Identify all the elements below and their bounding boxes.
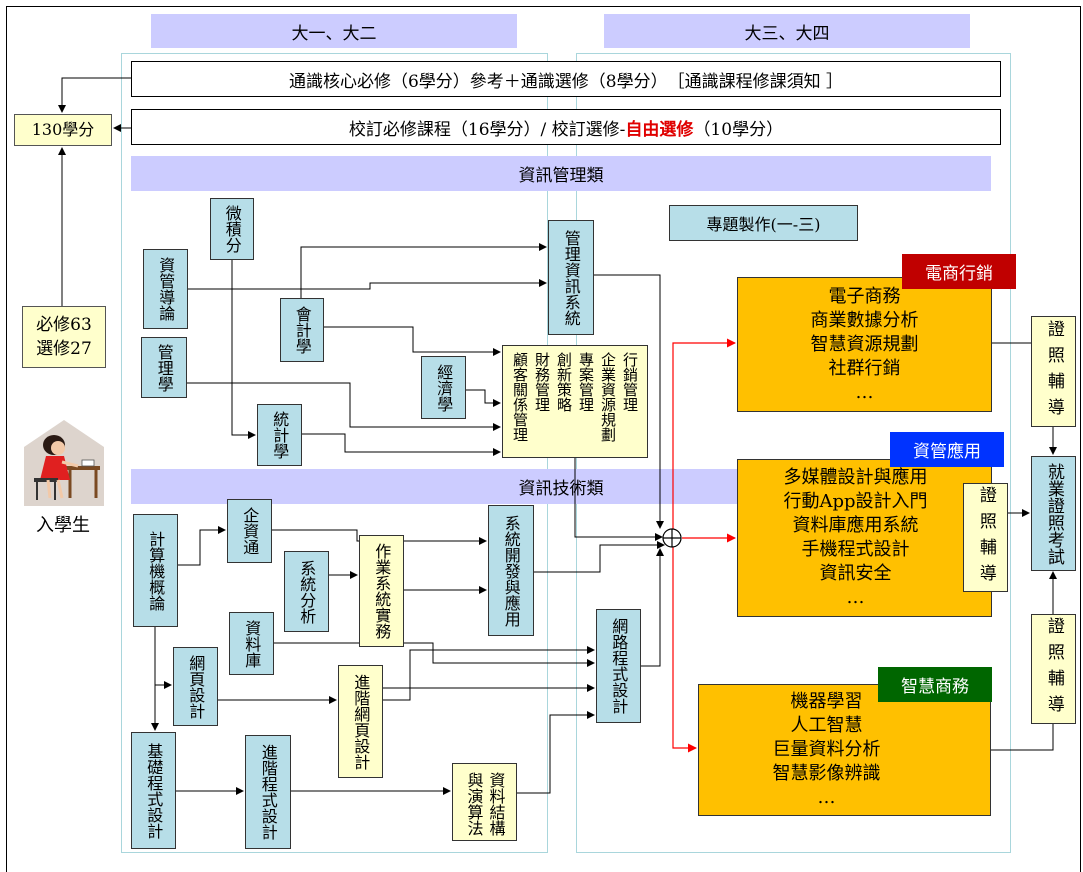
capstone-project-box: 專題製作(一-三) <box>669 205 858 241</box>
arrow-general-to-credits <box>58 77 131 113</box>
course-data-structures: 資料結構 與演算法 <box>452 763 517 841</box>
elective-finance: 財務管理 <box>533 352 551 412</box>
elective-marketing: 行銷管理 <box>621 352 639 412</box>
elective-credits: 選修27 <box>36 339 92 359</box>
employment-cert-exam: 就業證照考試 <box>1031 456 1076 571</box>
arrow-ds-to-network <box>516 711 595 794</box>
course-system-analysis: 系統分析 <box>284 551 329 632</box>
arrow-management-to-electives <box>187 382 501 431</box>
course-management: 管理學 <box>141 337 187 398</box>
header-year-3-4: 大三、大四 <box>604 14 970 48</box>
course-calculus: 微積分 <box>210 198 254 260</box>
course-web-design: 網頁設計 <box>173 647 218 726</box>
credit-breakdown-box: 必修63 選修27 <box>22 306 106 368</box>
general-education-notice-link[interactable]: ［通識課程修課須知 ］ <box>667 71 844 92</box>
course-intro-cs: 計算機概論 <box>133 514 178 627</box>
track-ecommerce-box: 電子商務 商業數據分析 智慧資源規劃 社群行銷 … <box>737 277 992 412</box>
course-network-programming: 網路程式設計 <box>596 609 641 723</box>
course-adv-programming: 進階程式設計 <box>245 735 291 849</box>
data-structures-line-2: 與演算法 <box>464 772 484 836</box>
arrow-mis-to-merge <box>593 274 664 529</box>
management-electives-box: 行銷管理 企業資源規劃 專案管理 創新策略 財務管理 顧客關係管理 <box>502 345 648 458</box>
arrow-enterprise-to-sysdev <box>271 529 487 545</box>
track-mis-applications-box: 多媒體設計與應用 行動App設計入門 資料庫應用系統 手機程式設計 資訊安全 … <box>737 459 992 617</box>
general-education-text: 通識核心必修（6學分）參考＋通識選修（8學分） <box>288 71 668 92</box>
student-studying-icon <box>24 420 104 506</box>
track-mis-applications-tab: 資管應用 <box>890 432 1004 467</box>
track-ecommerce-tab: 電商行銷 <box>902 254 1016 289</box>
course-enterprise-comm: 企資通 <box>227 499 272 563</box>
arrow-accounting-to-mis <box>300 243 547 298</box>
arrow-electives-to-merge <box>574 457 663 541</box>
outer-frame <box>6 6 1081 872</box>
elective-project-management: 專案管理 <box>577 352 595 412</box>
cert-coaching-smart: 證照輔導 <box>1031 614 1076 724</box>
course-mis: 管理資訊系統 <box>548 220 594 335</box>
course-system-dev: 系統開發與應用 <box>488 505 534 636</box>
course-adv-web-design: 進階網頁設計 <box>338 665 383 778</box>
arrow-network-to-merge <box>640 548 664 667</box>
school-courses-suffix: （10學分） <box>693 119 784 140</box>
category-management-bar: 資訊管理類 <box>131 156 991 191</box>
cert-coaching-mis: 證照輔導 <box>963 483 1008 592</box>
header-year-1-2: 大一、大二 <box>151 14 517 48</box>
course-economics: 經濟學 <box>421 356 466 419</box>
arrow-statistics-to-electives <box>301 433 501 456</box>
required-credits: 必修63 <box>36 315 92 335</box>
arrow-calculus-to-statistics <box>231 259 256 439</box>
student-label: 入學生 <box>36 515 90 536</box>
course-database: 資料庫 <box>229 612 274 675</box>
arrow-sysdev-to-merge <box>533 541 665 573</box>
arrow-intro-im-to-mis <box>187 279 547 290</box>
arrow-merge-to-ecommerce <box>672 338 736 529</box>
course-basic-programming: 基礎程式設計 <box>131 732 176 849</box>
course-intro-im: 資管導論 <box>143 249 188 329</box>
general-education-row: 通識核心必修（6學分）參考＋通識選修（8學分） ［通識課程修課須知 ］ <box>131 61 1001 97</box>
arrow-advweb-to-network <box>382 646 595 701</box>
free-elective-highlight: 自由選修 <box>625 119 694 140</box>
cert-coaching-ecommerce: 證照輔導 <box>1031 316 1076 427</box>
arrow-economics-to-electives <box>465 389 501 407</box>
arrow-accounting-to-electives <box>323 326 501 356</box>
course-statistics: 統計學 <box>257 404 302 466</box>
track-smart-business-tab: 智慧商務 <box>878 667 992 702</box>
arrow-database-to-network <box>273 642 595 667</box>
school-courses-row: 校訂必修課程（16學分）/ 校訂選修-自由選修（10學分） <box>131 109 1001 145</box>
elective-innovation-strategy: 創新策略 <box>555 352 573 412</box>
track-smart-business-box: 機器學習 人工智慧 巨量資料分析 智慧影像辨識 … <box>698 684 991 816</box>
arrow-merge-to-smart <box>672 547 697 753</box>
data-structures-line-1: 資料結構 <box>486 772 506 836</box>
course-accounting: 會計學 <box>280 298 324 362</box>
elective-crm: 顧客關係管理 <box>511 352 529 442</box>
line-smart-to-cert <box>990 723 1054 751</box>
course-os-practice: 作業系統實務 <box>359 535 404 647</box>
circle-plus-icon <box>662 528 682 548</box>
elective-erp: 企業資源規劃 <box>599 352 617 442</box>
arrow-intro-cs-to-enterprise <box>177 526 226 566</box>
school-courses-text: 校訂必修課程（16學分）/ 校訂選修- <box>348 119 626 140</box>
total-credits-box: 130學分 <box>14 114 112 146</box>
